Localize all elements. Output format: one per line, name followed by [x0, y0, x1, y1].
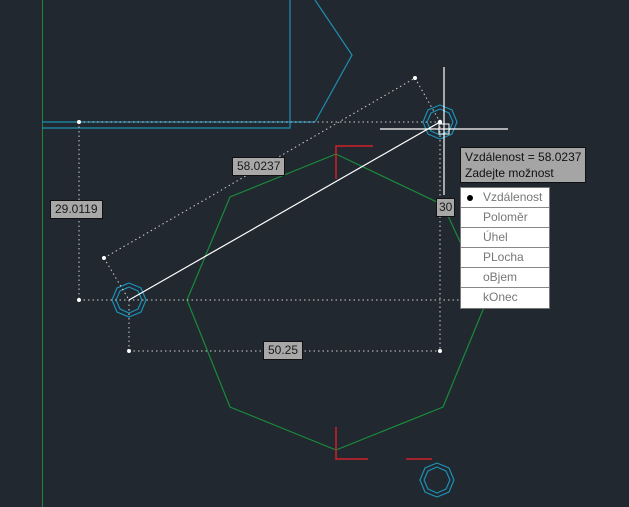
- horizontal-dimension-label: 50.25: [263, 341, 304, 360]
- dimension-extension-lines: [78, 77, 460, 352]
- red-center-marks: [335, 145, 432, 460]
- option-menu: Vzdálenost Poloměr Úhel PLocha oBjem kOn…: [460, 187, 550, 309]
- aligned-dimension-label: 58.0237: [232, 157, 286, 176]
- measure-line: [128, 121, 441, 301]
- menu-item-polomer[interactable]: Poloměr: [461, 208, 549, 228]
- tooltip-distance: Vzdálenost = 58.0237: [465, 150, 582, 164]
- menu-item-vzdalenost[interactable]: Vzdálenost: [461, 188, 549, 208]
- cyan-geometry: [42, 0, 458, 498]
- menu-item-uhel[interactable]: Úhel: [461, 228, 549, 248]
- menu-item-label: kOnec: [483, 290, 518, 304]
- vertical-dimension-label: 29.0119: [50, 200, 103, 219]
- menu-item-konec[interactable]: kOnec: [461, 288, 549, 308]
- menu-item-label: PLocha: [483, 250, 524, 264]
- tooltip-prompt: Zadejte možnost: [465, 166, 554, 180]
- selected-bullet-icon: [467, 195, 473, 201]
- menu-item-objem[interactable]: oBjem: [461, 268, 549, 288]
- menu-item-label: oBjem: [483, 270, 518, 284]
- grip-points: [77, 76, 443, 353]
- menu-item-label: Poloměr: [483, 210, 528, 224]
- menu-item-plocha[interactable]: PLocha: [461, 248, 549, 268]
- dynamic-input-tooltip: Vzdálenost = 58.0237 Zadejte možnost: [460, 147, 587, 183]
- angle-dimension-label: 30: [436, 198, 456, 217]
- menu-item-label: Vzdálenost: [483, 190, 543, 204]
- crosshair-cursor: [380, 67, 508, 195]
- menu-item-label: Úhel: [483, 230, 508, 244]
